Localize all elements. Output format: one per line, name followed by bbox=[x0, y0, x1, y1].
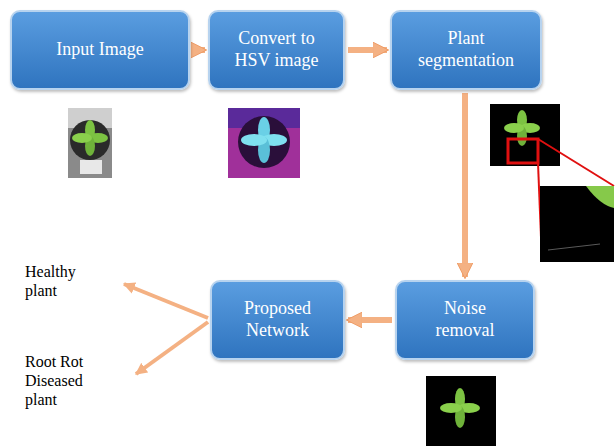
input-thumbnail bbox=[68, 108, 112, 178]
box-text-group: Plant segmentation bbox=[406, 28, 526, 71]
process-box: Plant segmentation bbox=[390, 10, 542, 90]
flow-arrow bbox=[462, 93, 468, 277]
flow-arrow bbox=[348, 47, 387, 53]
box-text-group: Proposed Network bbox=[226, 298, 329, 341]
segmented-thumbnail bbox=[490, 104, 614, 262]
box-label: Noise removal bbox=[417, 298, 513, 341]
denoised-thumbnail bbox=[426, 376, 496, 446]
class-label: Root Rot Diseased plant bbox=[25, 352, 103, 410]
flow-arrow bbox=[193, 47, 205, 53]
hsv-thumbnail bbox=[228, 108, 300, 178]
output-arrow bbox=[136, 322, 208, 374]
process-box: Proposed Network bbox=[210, 280, 345, 360]
box-label: Proposed Network bbox=[226, 298, 329, 341]
box-text-group: Convert to HSV image bbox=[224, 28, 329, 71]
process-box: Convert to HSV image bbox=[208, 10, 345, 90]
output-arrow bbox=[124, 284, 208, 318]
class-label: Healthy plant bbox=[25, 262, 103, 300]
box-label: Plant segmentation bbox=[406, 28, 526, 71]
box-label: Input Image bbox=[56, 39, 143, 61]
process-box: Noise removal bbox=[395, 280, 535, 360]
flow-arrow bbox=[348, 317, 392, 323]
box-label: Convert to HSV image bbox=[224, 28, 329, 71]
process-box: Input Image bbox=[10, 10, 190, 90]
box-text-group: Input Image bbox=[56, 39, 143, 61]
box-text-group: Noise removal bbox=[417, 298, 513, 341]
